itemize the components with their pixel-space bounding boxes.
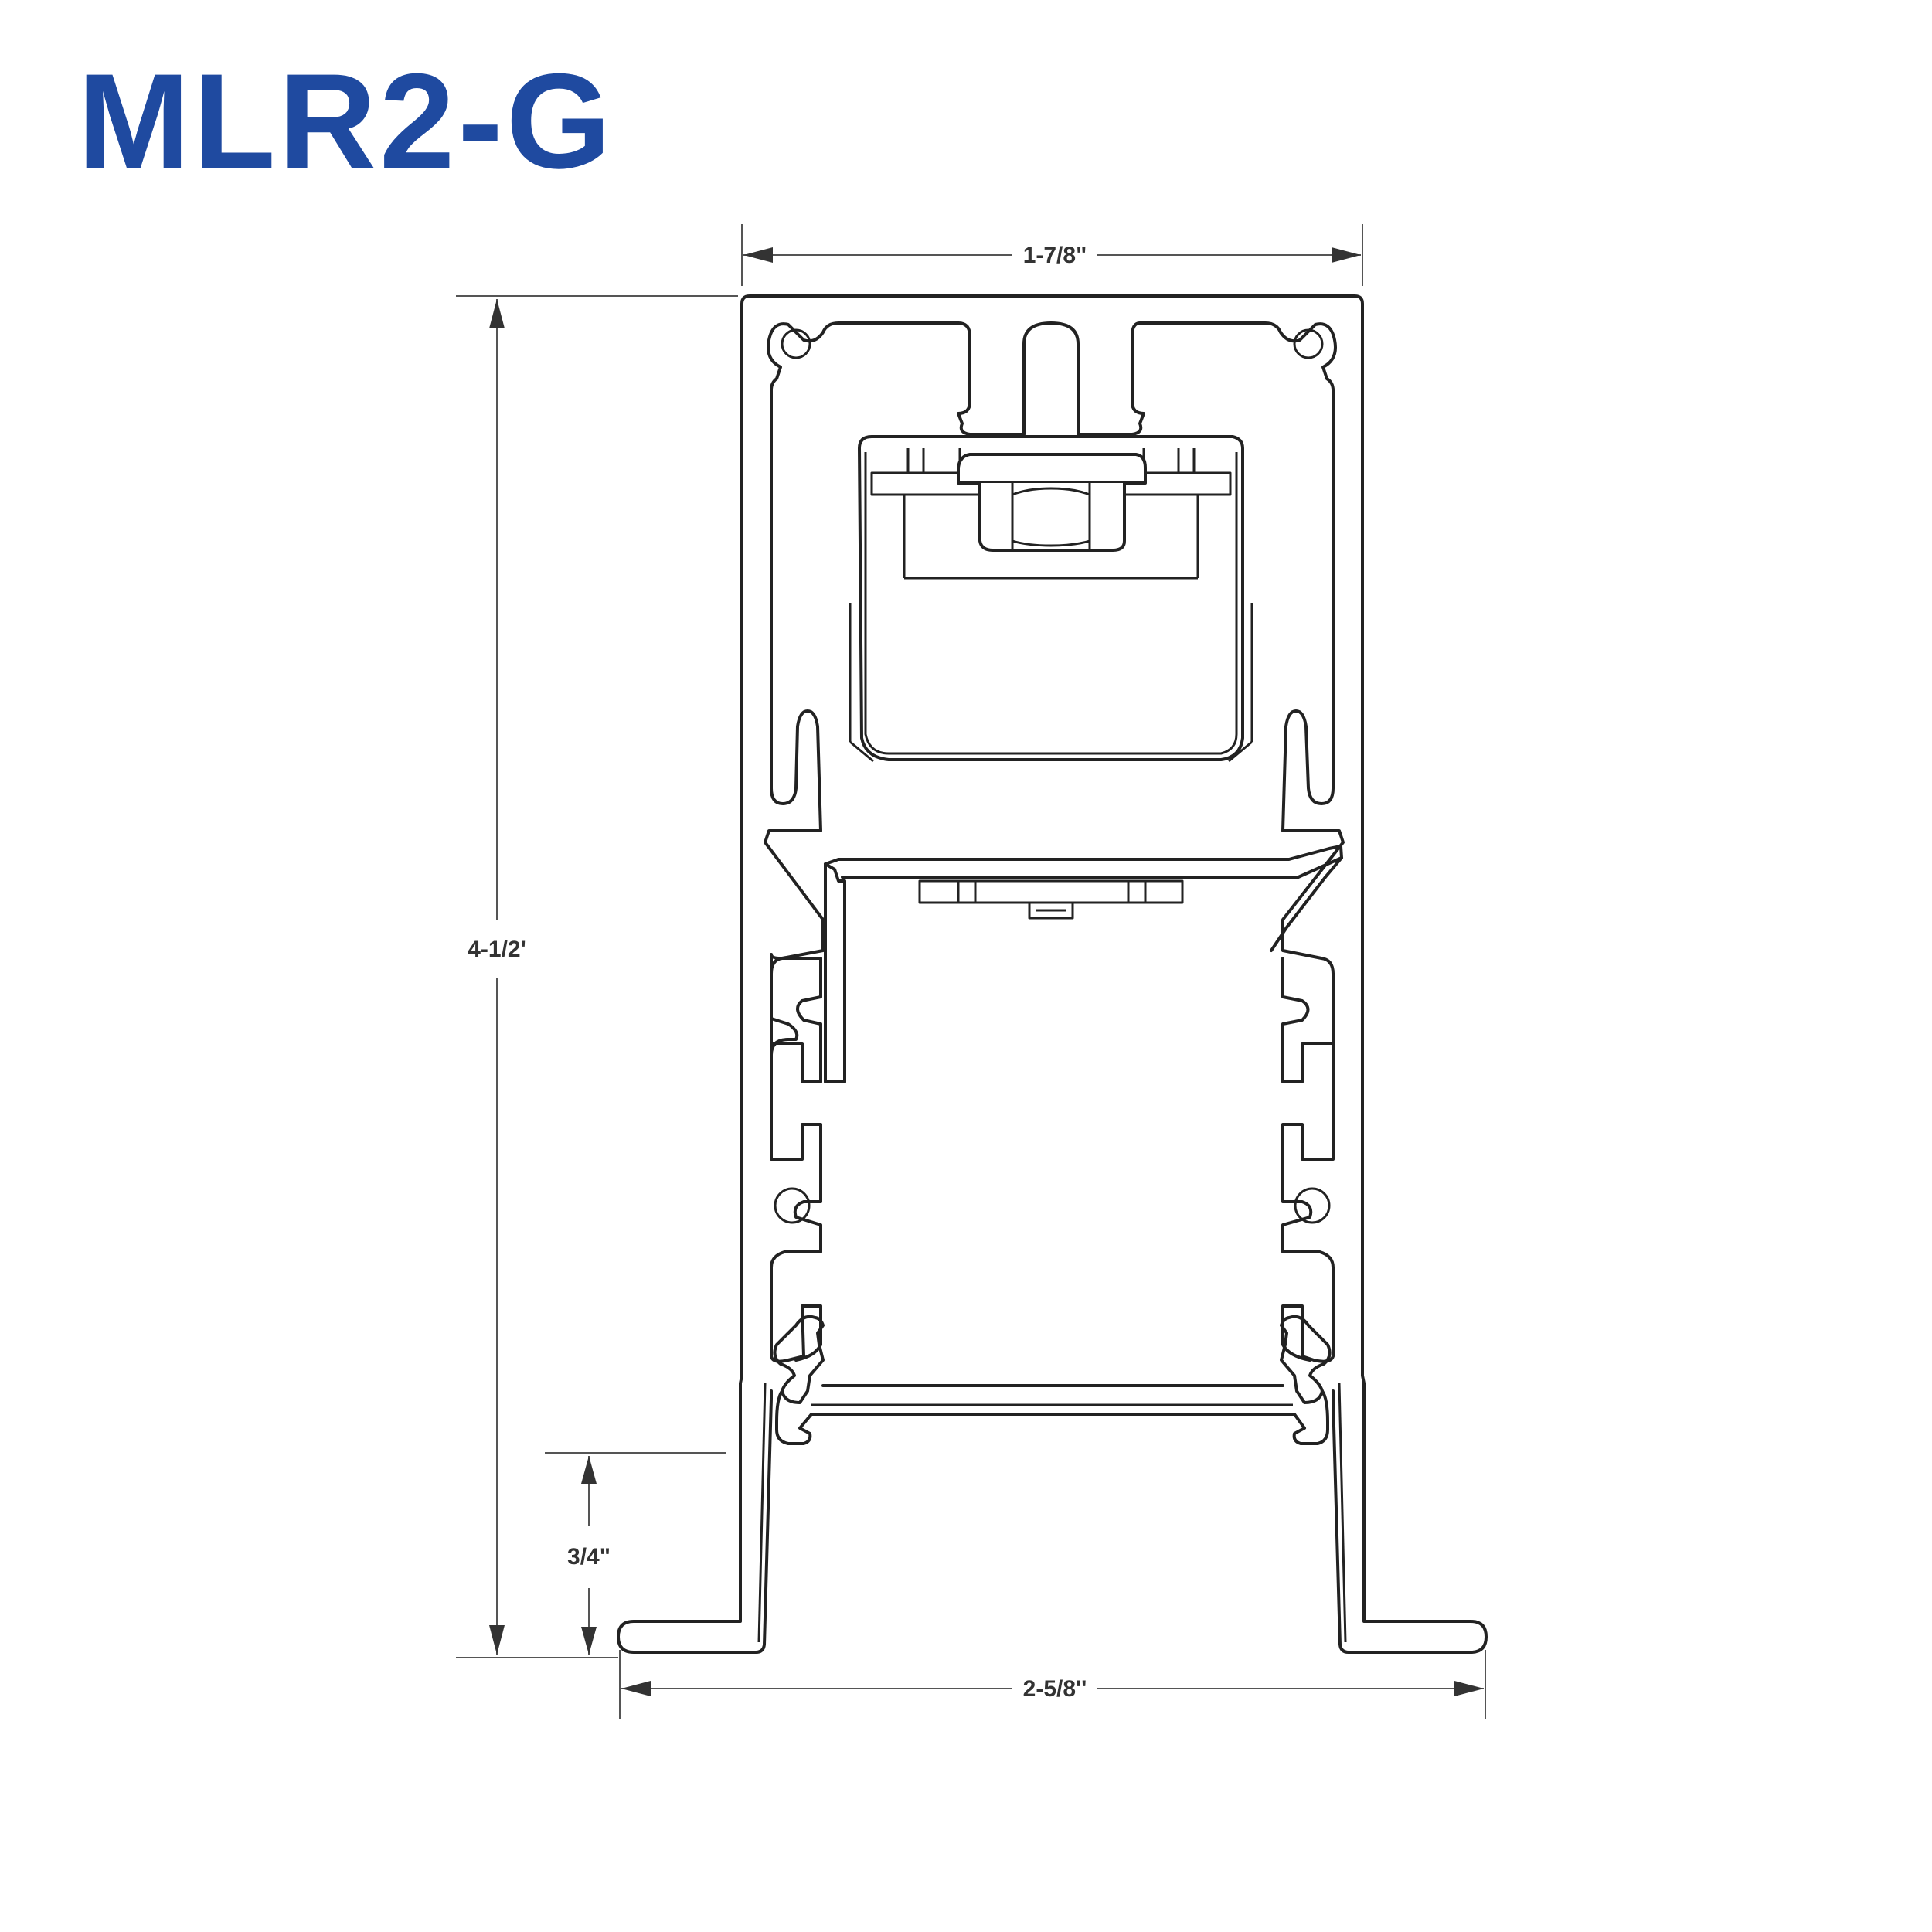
bottom-width-label: 2-5/8'' (1023, 1676, 1087, 1702)
arrowhead-left-icon (621, 1681, 651, 1696)
extrusion-outer-profile (617, 294, 1488, 1654)
height-label: 4-1/2' (468, 937, 526, 962)
screw-channel-right-icon (1294, 1187, 1331, 1224)
flange-height-label: 3/4" (567, 1544, 611, 1570)
bottom-width-dimension: 2-5/8'' (619, 1650, 1486, 1719)
hex-nut-icon (957, 453, 1147, 552)
arrowhead-up-icon (489, 299, 505, 328)
product-title: MLR2-G (77, 46, 614, 197)
top-t-slot (957, 321, 1145, 436)
top-width-dimension: 1-7/8" (741, 224, 1363, 286)
arrowhead-right-icon (1332, 247, 1361, 263)
mounting-bracket (824, 845, 1343, 1083)
diffuser-lens (775, 1384, 1329, 1445)
arrowhead-left-icon (743, 247, 773, 263)
lower-slots-left (770, 953, 822, 1363)
arrowhead-down-icon (489, 1625, 505, 1655)
upper-chamber-right-wall (1138, 321, 1345, 1020)
screw-boss-right-icon (1293, 328, 1324, 359)
arrowhead-right-icon (1454, 1681, 1484, 1696)
height-dimension: 4-1/2' (456, 295, 738, 1658)
flange-height-dimension: 3/4" (545, 1452, 726, 1655)
screw-boss-left-icon (781, 328, 811, 359)
flange-inner-left (757, 1383, 767, 1643)
arrowhead-down-icon (581, 1627, 597, 1655)
lens-clip-left (773, 1315, 825, 1404)
top-width-label: 1-7/8" (1023, 243, 1087, 268)
screw-channel-left-icon (774, 1187, 811, 1224)
lower-slots-right (1281, 957, 1335, 1363)
flange-inner-right (1338, 1383, 1347, 1643)
lens-clip-right (1280, 1315, 1332, 1404)
arrowhead-up-icon (581, 1456, 597, 1484)
